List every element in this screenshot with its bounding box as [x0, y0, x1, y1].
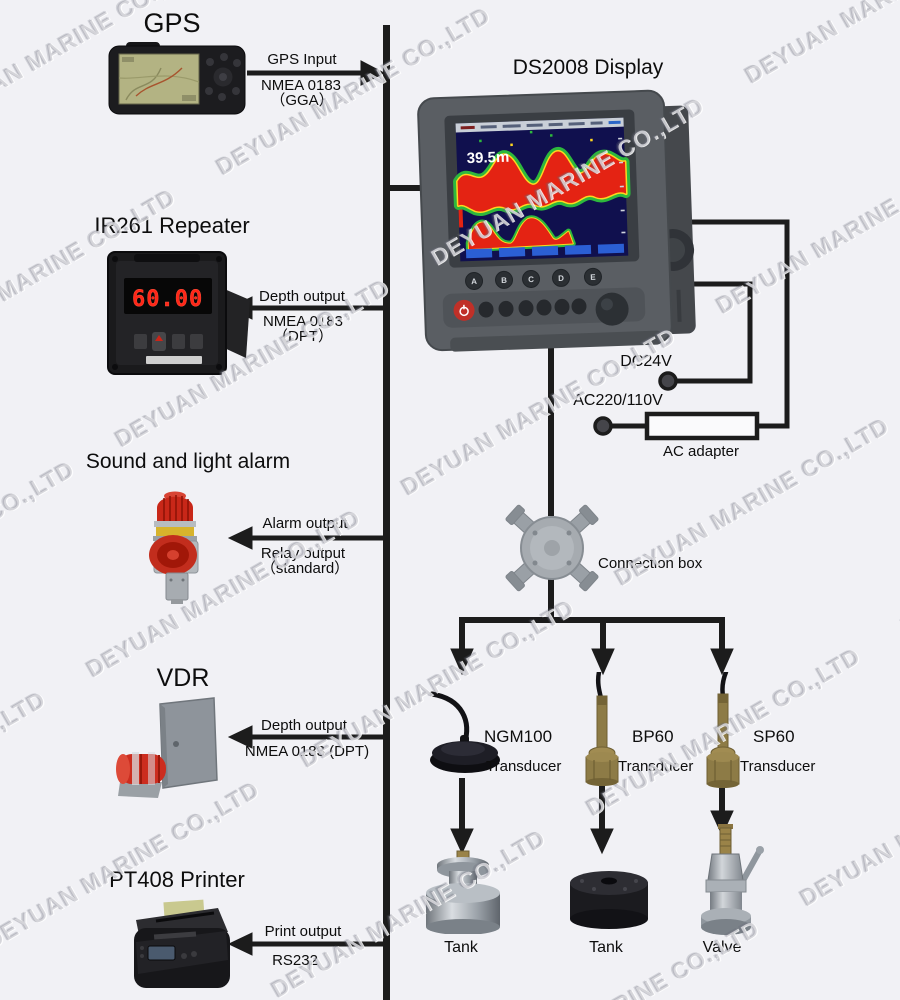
gps-sentence-label: （GGA） — [270, 92, 334, 109]
transducer-3-type: Transducer — [740, 758, 816, 775]
vdr-arrow — [227, 725, 383, 749]
screen-depth-reading: 39.5m — [466, 149, 509, 167]
alarm-relay-label: Relay output — [260, 545, 346, 562]
power-wiring — [611, 219, 790, 429]
ngm100-transducer-image — [429, 691, 500, 773]
alarm-arrow — [227, 526, 383, 550]
repeater-readout: 60.00 — [132, 287, 203, 312]
transducer-drop-arrows — [450, 620, 734, 676]
key-d-label: D — [558, 274, 564, 283]
alarm-title: Sound and light alarm — [85, 450, 291, 473]
transducer-1-type: Transducer — [486, 758, 562, 775]
printer-title: PT408 Printer — [109, 867, 245, 892]
connection-box-label: Connection box — [598, 555, 703, 572]
gps-protocol-label: NMEA 0183 — [260, 77, 342, 94]
ir261-repeater-image: 60.00 — [107, 251, 250, 375]
key-c-label: C — [528, 275, 534, 284]
tank-steel-image — [426, 850, 500, 934]
vdr-signal-label: Depth output — [261, 717, 347, 734]
display-rotary-knob[interactable] — [595, 292, 629, 326]
gps-signal-label: GPS Input — [267, 51, 337, 68]
printer-signal-label: Print output — [264, 923, 342, 940]
repeater-protocol-label: NMEA 0183 — [262, 313, 344, 330]
display-key-buttons[interactable]: A B C D E — [465, 267, 602, 290]
gps-arrow — [247, 60, 386, 86]
screen-depth-scale-ticks — [618, 137, 626, 234]
dc-terminal-dot — [658, 371, 678, 391]
pt408-printer-image — [134, 899, 230, 988]
repeater-buttons[interactable] — [134, 332, 203, 351]
vdr-title: VDR — [156, 664, 210, 692]
ac-adapter-label: AC adapter — [663, 443, 739, 460]
screen-softkeys — [465, 243, 625, 259]
repeater-signal-label: Depth output — [259, 288, 345, 305]
tank-1-label: Tank — [444, 939, 478, 956]
gps-title: GPS — [143, 8, 201, 38]
echogram-band-bottom — [465, 215, 576, 253]
tank-drop-arrows — [450, 778, 734, 855]
repeater-title: IR261 Repeater — [94, 213, 250, 238]
key-e-label: E — [590, 273, 596, 282]
ac-terminal-dot — [593, 416, 613, 436]
transducer-2-type: Transducer — [618, 758, 694, 775]
bp60-transducer-image — [585, 672, 619, 786]
echogram-band-main — [453, 147, 631, 217]
display-power-button[interactable] — [453, 299, 475, 321]
alarm-signal-label: Alarm output — [262, 515, 348, 532]
printer-arrow — [227, 932, 383, 956]
display-title: DS2008 Display — [512, 56, 664, 79]
vdr-device-image — [116, 697, 218, 798]
repeater-sentence-label: （DPT） — [272, 328, 334, 345]
printer-protocol-label: RS232 — [272, 952, 318, 969]
transducer-1-model: NGM100 — [484, 727, 553, 746]
tank-black-image — [570, 871, 648, 929]
ds2008-display-image: 39.5m A B C — [417, 89, 696, 352]
valve-image — [701, 824, 764, 935]
key-b-label: B — [501, 276, 507, 285]
alarm-device-image — [149, 491, 199, 604]
tank-2-label: Tank — [589, 939, 623, 956]
key-a-label: A — [471, 277, 477, 286]
display-function-buttons[interactable] — [478, 298, 587, 318]
ac-power-label: AC220/110V — [573, 392, 663, 409]
valve-label: Valve — [702, 939, 742, 956]
dc-power-label: DC24V — [620, 353, 672, 370]
connection-box-image — [505, 504, 599, 592]
ac-adapter-box — [644, 411, 760, 441]
transducer-2-model: BP60 — [632, 727, 674, 746]
gps-device-image — [108, 42, 246, 115]
vdr-protocol-label: NMEA 0183 (DPT) — [244, 743, 370, 760]
transducer-3-model: SP60 — [753, 727, 795, 746]
sp60-transducer-image — [706, 672, 740, 788]
alarm-note-label: （standard） — [260, 560, 350, 577]
